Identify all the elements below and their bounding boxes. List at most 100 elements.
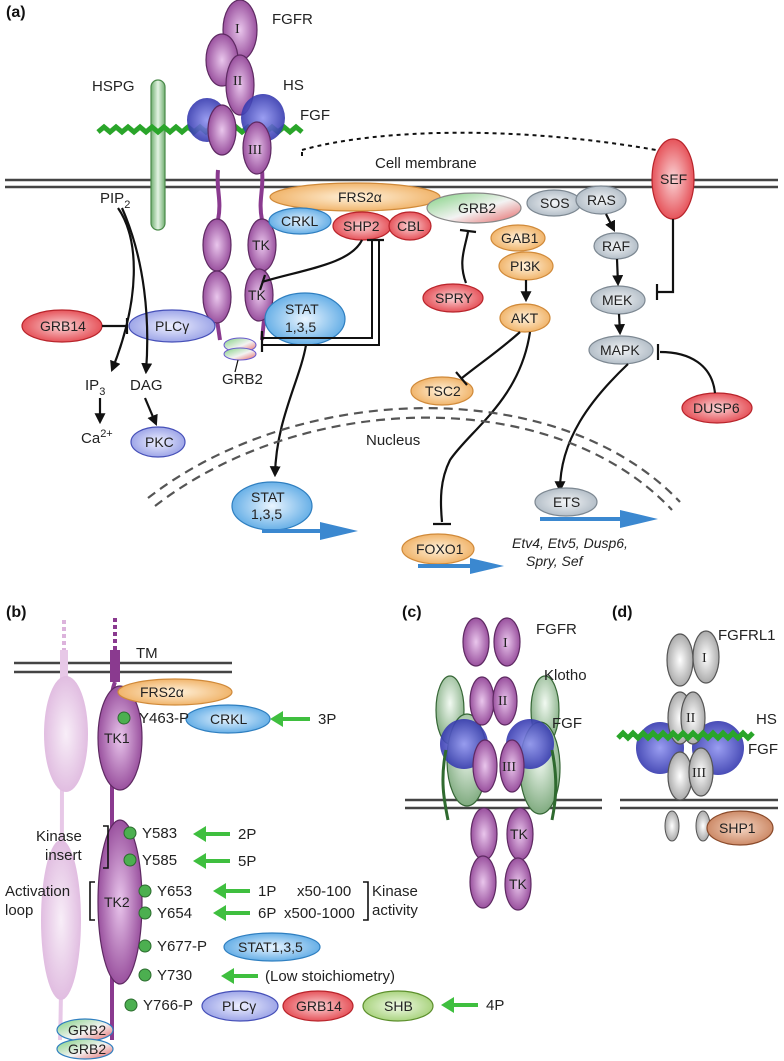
- site-y766-label: Y766-P: [143, 997, 193, 1014]
- panel-a-signaling-edges: [94, 207, 717, 526]
- shb-panel-b-node: [362, 990, 434, 1022]
- tk1-domain: [97, 685, 143, 791]
- panel-b-label: (b): [6, 604, 26, 621]
- kinase-activity-label-1: Kinase: [372, 883, 418, 900]
- tm-label: TM: [136, 645, 158, 662]
- gab1-node: [490, 224, 546, 252]
- phosphorylation-order-arrows: [193, 711, 478, 1013]
- panel-a: (a) Cell membrane HSPG HS: [5, 0, 778, 574]
- crkl-label: CRKL: [281, 213, 319, 229]
- site-y654-label: Y654: [157, 905, 192, 922]
- spry-label: SPRY: [435, 290, 474, 306]
- fgfr-c-domain-iii: [499, 739, 525, 793]
- activation-loop-label-2: loop: [5, 902, 33, 919]
- grb2-label: GRB2: [458, 200, 496, 216]
- fgfr-domain-ii: [225, 54, 255, 116]
- fgfr-c-domain-i: [493, 617, 521, 667]
- sef-dashed-inhibition: [301, 131, 657, 160]
- panel-c-fgf-label: FGF: [552, 715, 582, 732]
- order-y766-label: 4P: [486, 997, 504, 1014]
- tk1-label: TK1: [104, 730, 130, 746]
- order-y583-label: 2P: [238, 826, 256, 843]
- sef-label: SEF: [660, 171, 687, 187]
- frs2a-node: [269, 182, 441, 212]
- fold-y654-label: x500-1000: [284, 905, 355, 922]
- grb2-panel-b-node-2: [56, 1038, 114, 1060]
- hspg-proteoglycan: [150, 79, 166, 231]
- fgfrl1-label: FGFRL1: [718, 627, 776, 644]
- grb2-node: [426, 192, 522, 224]
- kinase-activity-bracket: [363, 881, 369, 921]
- site-y653-label: Y653: [157, 883, 192, 900]
- pi3k-label: PI3K: [510, 258, 541, 274]
- order-y730-label: (Low stoichiometry): [265, 968, 395, 985]
- fgf-label: FGF: [300, 107, 330, 124]
- akt-node: [499, 303, 551, 333]
- domain-iii-label: III: [248, 143, 262, 158]
- tm-segment: [110, 650, 120, 682]
- site-y585-label: Y585: [142, 852, 177, 869]
- panel-c-domain-iii: III: [502, 760, 516, 775]
- hspg-label: HSPG: [92, 78, 135, 95]
- shp2-label: SHP2: [343, 218, 380, 234]
- ip3-label: IP3: [85, 377, 105, 398]
- site-dot-y654: [138, 906, 152, 920]
- stat-nuclear-label: STAT: [251, 489, 285, 505]
- tsc2-label: TSC2: [425, 383, 461, 399]
- targets-line-1: Etv4, Etv5, Dusp6,: [512, 535, 628, 551]
- fgfr-dimer: I II III TK TK: [187, 0, 285, 341]
- site-dot-y677: [138, 939, 152, 953]
- spry-node: [422, 283, 484, 313]
- site-dot-y730: [138, 968, 152, 982]
- dusp6-label: DUSP6: [693, 400, 740, 416]
- ghost-tk2: [41, 840, 81, 1000]
- site-y730-label: Y730: [157, 967, 192, 984]
- hs-d-chain: [616, 729, 755, 742]
- kinase-insert-bracket: [103, 825, 109, 869]
- fgfr-tk2: [244, 268, 274, 322]
- ets-node: [534, 487, 598, 517]
- site-y677-label: Y677-P: [157, 938, 207, 955]
- plcg-panel-b-node: [201, 990, 279, 1022]
- tsc2-node: [410, 376, 474, 406]
- stat-label: STAT: [285, 301, 319, 317]
- pkc-node: [130, 426, 186, 458]
- fgfrl1-domain-i: [692, 630, 720, 684]
- crkl-node: [268, 207, 332, 235]
- plcg-label: PLCγ: [155, 318, 189, 334]
- pip2-label: PIP2: [100, 190, 130, 211]
- frs2a-panel-b-node: [117, 678, 233, 706]
- panel-c-domain-ii: II: [498, 694, 508, 709]
- stat-panel-b-label: STAT1,3,5: [238, 939, 303, 955]
- stat-panel-b-node: [223, 932, 321, 962]
- site-dot-y463: [117, 711, 131, 725]
- order-y654-label: 6P: [258, 905, 276, 922]
- raf-node: [593, 232, 639, 260]
- fgfrl1-domain-iii: [688, 747, 714, 797]
- ets-transcription-arrow: [620, 510, 658, 528]
- shp1-node: [706, 810, 774, 846]
- grb14-label: GRB14: [40, 318, 86, 334]
- cbl-label: CBL: [397, 218, 424, 234]
- fgfr-c-tk2: [504, 857, 532, 911]
- ras-node: [575, 185, 627, 215]
- cbl-node: [388, 211, 432, 241]
- dag-label: DAG: [130, 377, 163, 394]
- nucleus-envelope-outer: [147, 407, 681, 503]
- stat-sub-label: 1,3,5: [285, 319, 316, 335]
- grb14-panel-b-label: GRB14: [296, 998, 342, 1014]
- shp1-label: SHP1: [719, 820, 756, 836]
- site-dot-y766: [124, 998, 138, 1012]
- dusp6-node: [681, 392, 753, 424]
- ras-label: RAS: [587, 192, 616, 208]
- pkc-label: PKC: [145, 434, 174, 450]
- klotho-label: Klotho: [544, 667, 587, 684]
- targets-line-2: Spry, Sef: [526, 553, 585, 569]
- hs-label: HS: [283, 77, 304, 94]
- shb-panel-b-label: SHB: [384, 998, 413, 1014]
- nucleus-label: Nucleus: [366, 432, 420, 449]
- site-dot-y653: [138, 884, 152, 898]
- akt-label: AKT: [511, 310, 539, 326]
- grb2-panel-b-label-1: GRB2: [68, 1022, 106, 1038]
